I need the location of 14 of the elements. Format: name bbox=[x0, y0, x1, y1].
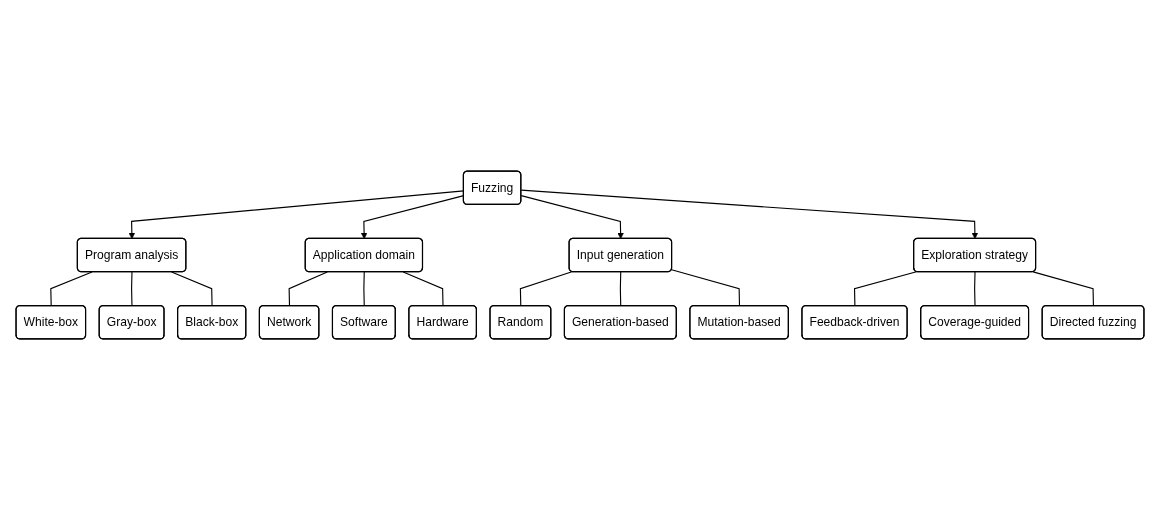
connector bbox=[670, 269, 740, 307]
connector bbox=[170, 271, 213, 307]
connector bbox=[49, 271, 93, 307]
connector bbox=[402, 271, 444, 307]
connector bbox=[288, 271, 328, 307]
connector bbox=[362, 271, 365, 307]
arrow bbox=[520, 189, 978, 240]
arrow bbox=[520, 195, 624, 240]
connector bbox=[853, 271, 917, 307]
connector bbox=[619, 271, 621, 307]
connector bbox=[1032, 271, 1094, 307]
connector bbox=[519, 271, 573, 307]
connector bbox=[973, 271, 976, 307]
connector bbox=[130, 271, 133, 307]
